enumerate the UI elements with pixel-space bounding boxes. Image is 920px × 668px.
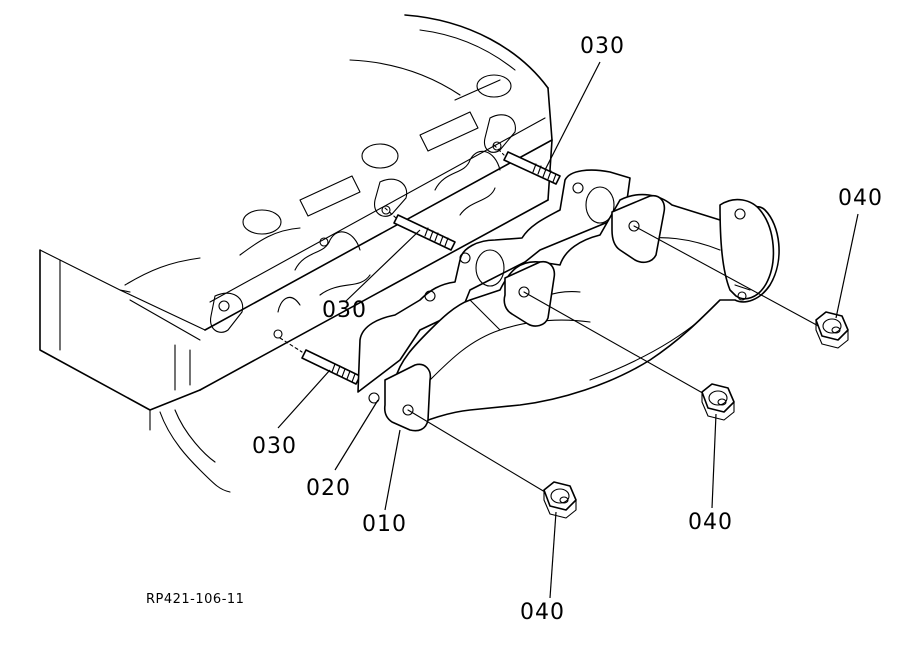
callout-nut-middle: 040	[688, 510, 733, 535]
stud-middle	[384, 207, 456, 251]
callout-gasket: 020	[306, 476, 351, 501]
nut-middle	[701, 383, 735, 421]
callout-stud-middle: 030	[322, 298, 367, 323]
cylinder-head	[39, 14, 553, 493]
callout-stud-bottom: 030	[252, 434, 297, 459]
callout-nut-bottom: 040	[520, 600, 565, 625]
exhaust-manifold	[383, 193, 836, 499]
stud-top	[493, 144, 561, 185]
callout-stud-top: 030	[580, 34, 625, 59]
reference-code: RP421-106-11	[146, 592, 245, 607]
callout-manifold: 010	[362, 512, 407, 537]
leader-lines	[277, 61, 859, 599]
callout-nut-right: 040	[838, 186, 883, 211]
nut-right	[815, 311, 849, 349]
nut-bottom	[543, 481, 577, 519]
stud-bottom	[279, 337, 361, 385]
gasket	[357, 169, 631, 404]
